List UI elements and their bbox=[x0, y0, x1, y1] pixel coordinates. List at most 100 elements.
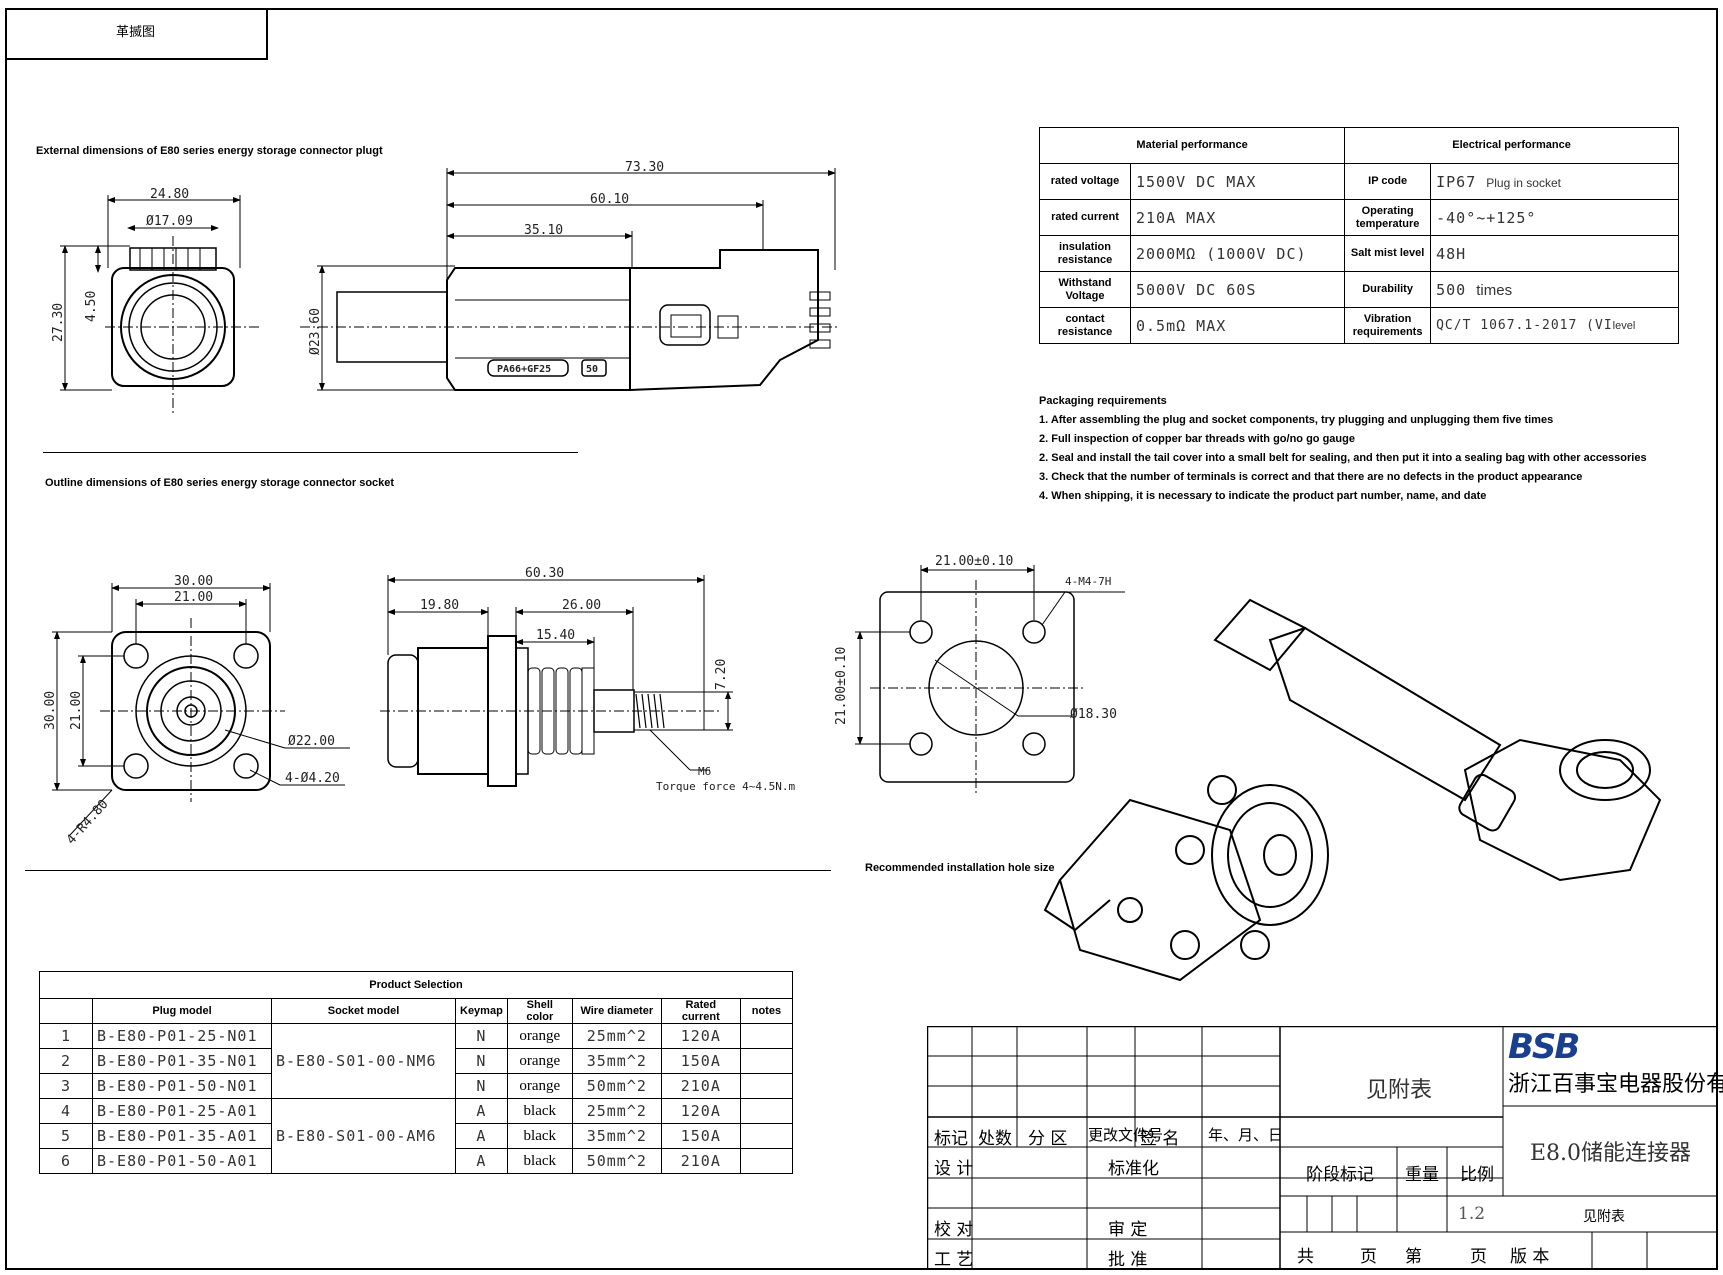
divider-2 bbox=[25, 870, 831, 871]
dim-plug-dia: Ø17.09 bbox=[146, 214, 193, 229]
tb-zone: 分 区 bbox=[1028, 1129, 1068, 1149]
packaging-item: 3. Check that the number of terminals is… bbox=[1039, 471, 1583, 483]
col-header: Wire diameter bbox=[571, 998, 662, 1024]
notes bbox=[739, 1048, 794, 1074]
dim-plug-height: 27.30 bbox=[51, 303, 66, 342]
tb-review: 审 定 bbox=[1108, 1220, 1148, 1240]
stamp-text: 革揻图 bbox=[115, 25, 155, 40]
table-row: 5 B-E80-P01-35-A01 A black 35mm^2 150A bbox=[39, 1123, 794, 1149]
spec-label: rated current bbox=[1039, 199, 1131, 236]
product-name: E8.0储能连接器 bbox=[1530, 1141, 1692, 1166]
rated-current: 120A bbox=[660, 1023, 741, 1049]
tb-page: 页 bbox=[1360, 1247, 1377, 1267]
plug-caption: External dimensions of E80 series energy… bbox=[36, 145, 383, 157]
packaging-requirements: Packaging requirements 1. After assembli… bbox=[1039, 392, 1647, 506]
col-header: notes bbox=[739, 998, 794, 1024]
notes bbox=[739, 1073, 794, 1099]
dim-socket-holes: 4-Ø4.20 bbox=[285, 771, 340, 786]
shell-color: orange bbox=[506, 1023, 573, 1049]
col-header bbox=[39, 998, 93, 1024]
rated-current: 210A bbox=[660, 1148, 741, 1174]
product-selection-table: Product Selection Plug model Socket mode… bbox=[39, 971, 794, 1174]
dim-plug-len-front: 35.10 bbox=[524, 223, 563, 238]
table-row: 6 B-E80-P01-50-A01 A black 50mm^2 210A bbox=[39, 1148, 794, 1174]
tb-scale-value: 1.2 bbox=[1458, 1204, 1486, 1224]
dim-plug-width: 24.80 bbox=[150, 187, 189, 202]
packaging-item: 2. Full inspection of copper bar threads… bbox=[1039, 433, 1355, 445]
spec-value: 210A MAX bbox=[1129, 199, 1346, 236]
plug-model: B-E80-P01-50-N01 bbox=[92, 1073, 272, 1099]
tb-change-doc: 更改文件号 bbox=[1088, 1126, 1164, 1144]
spec-value: -40°~+125° bbox=[1430, 199, 1679, 236]
keymap: N bbox=[455, 1048, 508, 1074]
dim-hole-pitch-v: 21.00±0.10 bbox=[834, 647, 849, 725]
hole-pattern-view bbox=[855, 565, 1125, 795]
wire-diameter: 35mm^2 bbox=[571, 1048, 662, 1074]
spec-value-cell: 500 times bbox=[1430, 271, 1679, 308]
tb-date: 年、月、日 bbox=[1208, 1126, 1284, 1144]
col-header: Shell color bbox=[506, 998, 573, 1024]
tb-stage: 阶段标记 bbox=[1306, 1165, 1374, 1185]
rated-current: 150A bbox=[660, 1048, 741, 1074]
spec-value: QC/T 1067.1-2017 (VI bbox=[1436, 318, 1613, 333]
spec-value: 0.5mΩ MAX bbox=[1129, 307, 1346, 344]
dim-socket-pitch-v: 21.00 bbox=[69, 691, 84, 730]
dim-socket-dia: Ø22.00 bbox=[288, 734, 335, 749]
dim-plug-small: 4.50 bbox=[84, 291, 99, 322]
tb-weight: 重量 bbox=[1405, 1165, 1439, 1185]
row-no: 6 bbox=[39, 1148, 93, 1174]
col-header: Plug model bbox=[92, 998, 272, 1024]
socket-front-view bbox=[52, 583, 350, 836]
stamp-box: 革揻图 bbox=[5, 8, 268, 60]
keymap: A bbox=[455, 1123, 508, 1149]
tb-version: 版 本 bbox=[1510, 1247, 1550, 1267]
keymap: N bbox=[455, 1023, 508, 1049]
dim-plug-len-total: 73.30 bbox=[625, 160, 664, 175]
dim-socket-thread: M6 bbox=[698, 765, 711, 778]
socket-side-view bbox=[380, 575, 733, 787]
attached-table: 见附表 bbox=[1366, 1078, 1433, 1103]
spec-value-cell: QC/T 1067.1-2017 (VIlevel bbox=[1430, 307, 1679, 344]
spec-note: times bbox=[1476, 281, 1513, 299]
keymap: A bbox=[455, 1148, 508, 1174]
plug-front-view bbox=[60, 195, 260, 415]
dim-socket-torque: Torque force 4~4.5N.m bbox=[656, 780, 795, 793]
packaging-title: Packaging requirements bbox=[1039, 395, 1167, 407]
plug-model: B-E80-P01-50-A01 bbox=[92, 1148, 272, 1174]
notes bbox=[739, 1023, 794, 1049]
plug-model: B-E80-P01-35-N01 bbox=[92, 1048, 272, 1074]
packaging-item: 4. When shipping, it is necessary to ind… bbox=[1039, 490, 1487, 502]
dim-hole-tap: 4-M4-7H bbox=[1065, 575, 1111, 588]
table-row: 3 B-E80-P01-50-N01 N orange 50mm^2 210A bbox=[39, 1073, 794, 1099]
drawing-frame bbox=[5, 8, 1718, 1270]
spec-table: Material performance Electrical performa… bbox=[1038, 127, 1679, 344]
plug-marking-right: 50 bbox=[586, 364, 598, 375]
tb-nth: 第 bbox=[1405, 1247, 1422, 1267]
table-row: 4 B-E80-P01-25-A01 B-E80-S01-00-AM6 A bl… bbox=[39, 1098, 794, 1174]
row-no: 3 bbox=[39, 1073, 93, 1099]
dim-socket-outer: 30.00 bbox=[174, 574, 213, 589]
divider-1 bbox=[43, 452, 578, 453]
col-header: Rated current bbox=[660, 998, 741, 1024]
plug-marking-left: PA66+GF25 bbox=[497, 364, 551, 375]
tb-total: 共 bbox=[1297, 1247, 1314, 1267]
spec-label: Vibration requirements bbox=[1344, 307, 1432, 344]
wire-diameter: 25mm^2 bbox=[571, 1023, 662, 1049]
packaging-item: 1. After assembling the plug and socket … bbox=[1039, 414, 1554, 426]
spec-value: 2000MΩ (1000V DC) bbox=[1129, 235, 1346, 272]
wire-diameter: 50mm^2 bbox=[571, 1148, 662, 1174]
shell-color: black bbox=[506, 1148, 573, 1174]
electrical-header: Electrical performance bbox=[1344, 127, 1679, 164]
spec-note: Plug in socket bbox=[1486, 175, 1561, 190]
table-row: 1 B-E80-P01-25-N01 B-E80-S01-00-NM6 N or… bbox=[39, 1023, 794, 1099]
dim-socket-len-a: 19.80 bbox=[420, 598, 459, 613]
dim-plug-dia-body: Ø23.60 bbox=[308, 308, 323, 355]
row-no: 4 bbox=[39, 1098, 93, 1124]
spec-label: IP code bbox=[1344, 163, 1432, 200]
spec-label: Durability bbox=[1344, 271, 1432, 308]
tb-approve: 批 准 bbox=[1108, 1250, 1148, 1270]
company-name: 浙江百事宝电器股份有限公司 bbox=[1508, 1072, 1723, 1097]
dim-socket-pitch: 21.00 bbox=[174, 590, 213, 605]
dim-hole-dia: Ø18.30 bbox=[1070, 707, 1117, 722]
